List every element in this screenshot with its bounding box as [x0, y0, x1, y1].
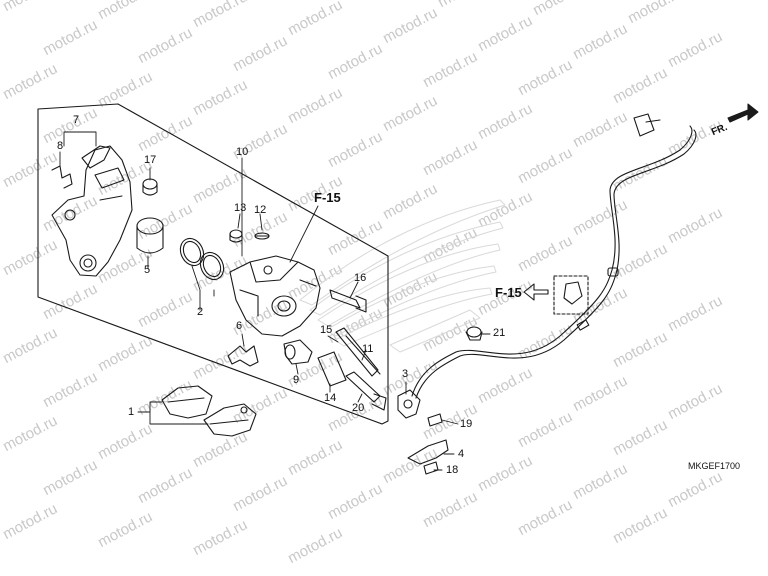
- callout-19: 19: [460, 418, 473, 430]
- piston-seals: [179, 237, 225, 281]
- sensor-cable: [411, 125, 693, 397]
- callout-5: 5: [144, 264, 151, 276]
- callout-1: 1: [128, 406, 135, 418]
- bolt-19: [427, 413, 443, 427]
- pad-retainer: [227, 345, 259, 367]
- pad-pin: [335, 327, 381, 377]
- bolt-boot: [142, 178, 158, 196]
- bleeder-cap: [254, 232, 270, 240]
- callout-15: 15: [320, 324, 333, 336]
- reference-f15-caliper: F-15: [314, 190, 341, 205]
- front-arrow: [727, 103, 759, 123]
- callout-12: 12: [254, 204, 267, 216]
- brake-pads: [161, 385, 257, 437]
- speed-sensor: [397, 389, 421, 419]
- clip-detail-box: [553, 275, 589, 315]
- callout-11: 11: [362, 343, 374, 355]
- caliper-bracket: [51, 145, 133, 277]
- callout-4: 4: [458, 448, 465, 460]
- bleeder-screw: [229, 229, 243, 243]
- callout-13: 13: [234, 202, 247, 214]
- callout-14: 14: [324, 392, 337, 404]
- piston: [136, 217, 164, 254]
- callout-17: 17: [144, 154, 157, 166]
- caliper-body: [229, 255, 321, 337]
- callout-7: 7: [73, 114, 80, 126]
- pin-sleeve: [317, 351, 347, 387]
- callout-16: 16: [354, 272, 367, 284]
- reference-f15-clip: F-15: [495, 285, 522, 300]
- callout-2: 2: [197, 306, 204, 318]
- callout-6: 6: [236, 320, 243, 332]
- callout-3: 3: [402, 368, 409, 380]
- pin-boot: [283, 339, 313, 365]
- f15-arrow-left: [523, 283, 549, 301]
- leader-lines: [59, 131, 491, 471]
- callout-10: 10: [236, 146, 249, 158]
- callout-18: 18: [446, 464, 459, 476]
- pad-spring-clip: [51, 165, 73, 189]
- slide-pin: [329, 289, 367, 313]
- callout-21: 21: [493, 327, 506, 339]
- cable-clamp: [465, 326, 483, 341]
- sensor-connector: [633, 113, 661, 137]
- mounting-bolt: [345, 371, 387, 411]
- callout-8: 8: [57, 140, 64, 152]
- callout-20: 20: [352, 402, 365, 414]
- brand-wing-logo: [299, 199, 506, 353]
- callout-9: 9: [293, 374, 300, 386]
- bolt-18: [423, 461, 439, 475]
- diagram-code: MKGEF1700: [688, 461, 741, 471]
- sensor-bracket: [407, 439, 449, 465]
